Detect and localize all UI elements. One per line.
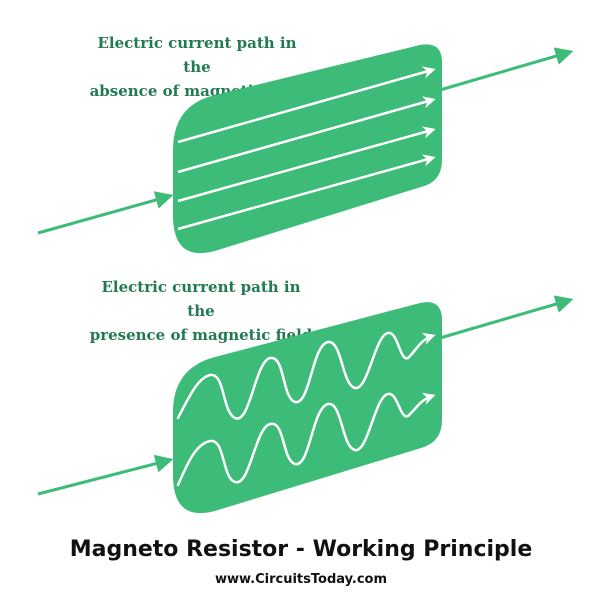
straight-path-4 xyxy=(177,154,436,231)
diagram-title: Magneto Resistor - Working Principle xyxy=(69,537,533,562)
straight-path-3 xyxy=(177,126,436,203)
presence-field-caption: Electric current path in the presence of… xyxy=(86,275,316,347)
absence-caption-line1: Electric current path in the xyxy=(97,34,297,76)
presence-caption-line2: presence of magnetic field xyxy=(89,326,313,344)
resistor-no-field xyxy=(37,44,574,254)
output-current-arrow-top xyxy=(439,47,574,92)
curved-path-lower xyxy=(176,392,436,487)
resistor-with-field xyxy=(37,295,574,514)
straight-path-2 xyxy=(177,96,436,174)
resistor-body-top xyxy=(173,44,442,254)
resistor-body-bottom xyxy=(173,302,442,514)
website-url: www.CircuitsToday.com xyxy=(214,572,388,587)
curved-current-paths xyxy=(176,331,436,487)
straight-path-1 xyxy=(177,66,436,144)
input-current-arrow-bottom xyxy=(37,454,174,496)
output-current-arrow-bottom xyxy=(439,295,574,340)
curved-path-upper xyxy=(176,331,436,420)
straight-current-paths xyxy=(177,66,436,231)
presence-caption-line1: Electric current path in the xyxy=(101,278,301,320)
input-current-arrow-top xyxy=(37,191,174,235)
